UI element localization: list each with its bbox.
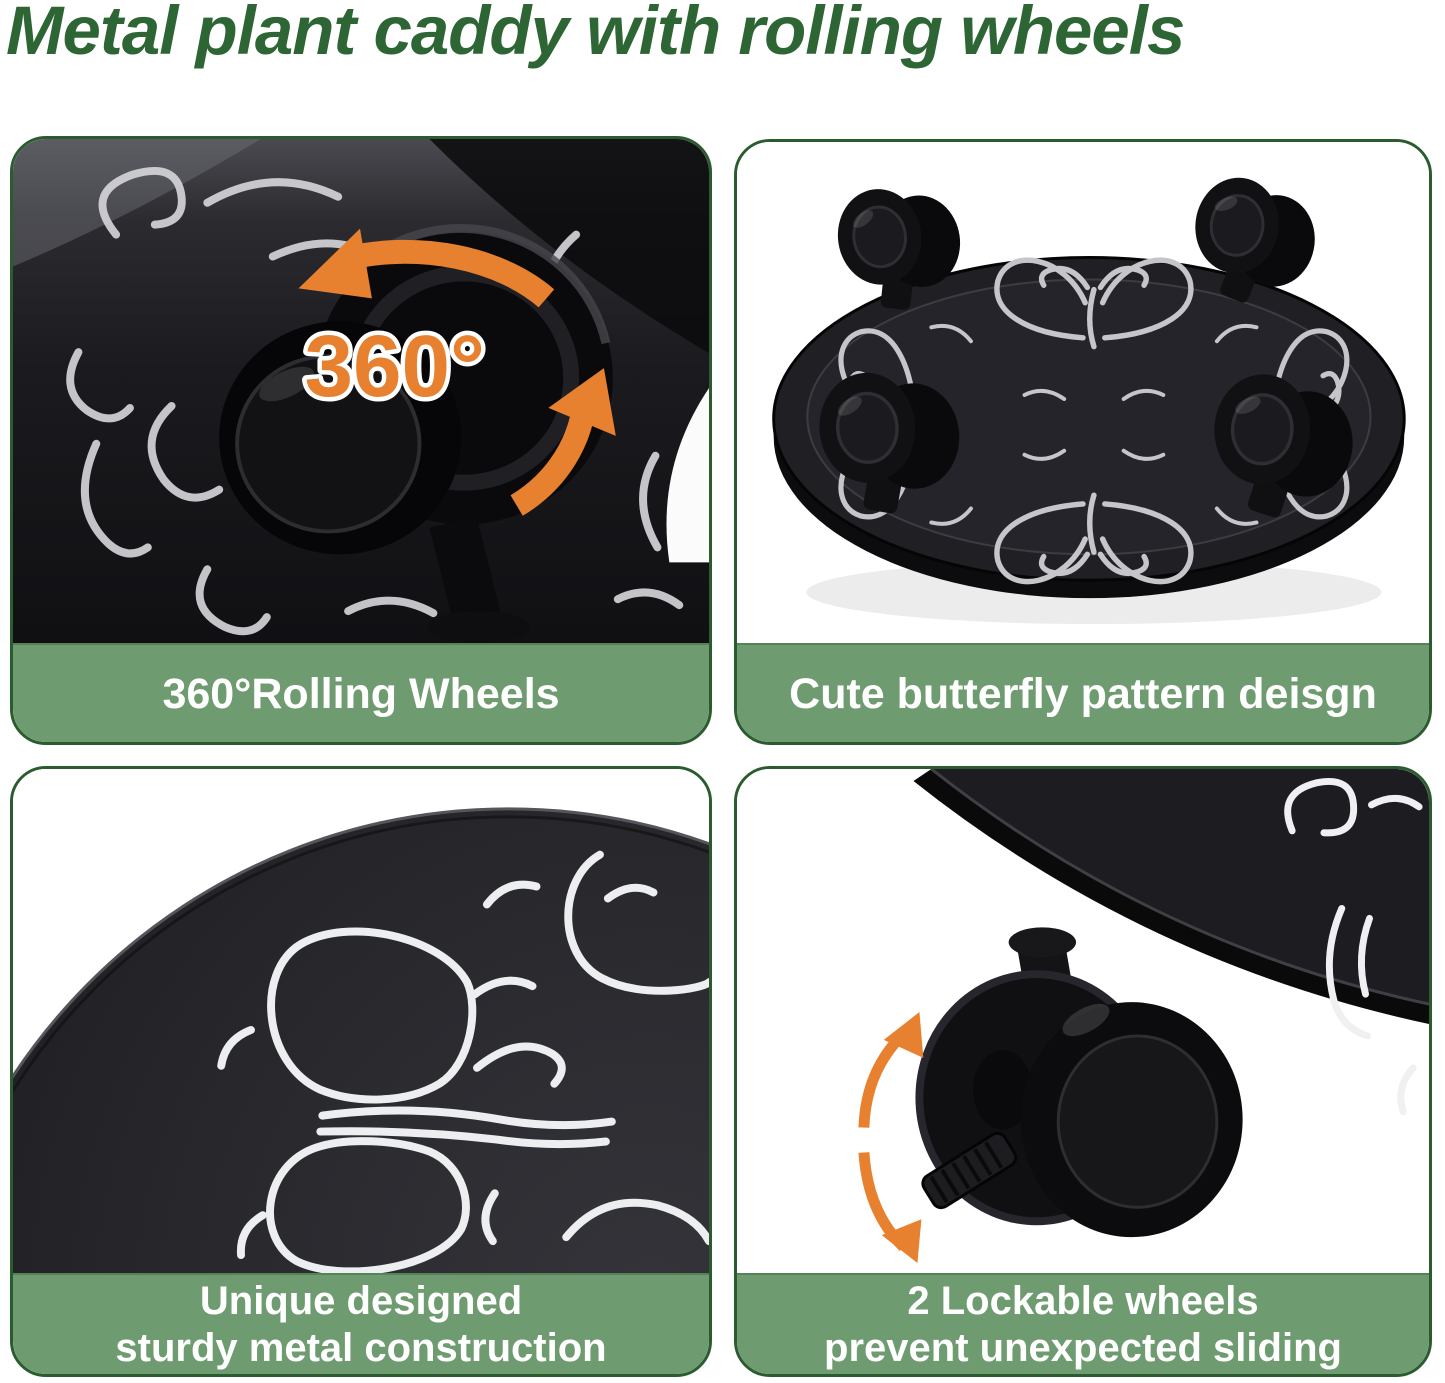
caption-text: prevent unexpected sliding: [824, 1325, 1342, 1370]
metal-plate-scene: [13, 769, 709, 1273]
metal-plate-icon: [13, 807, 709, 1273]
caption-metal-construction: Unique designed sturdy metal constructio…: [13, 1273, 709, 1374]
caddy-plate-icon: [772, 256, 1406, 599]
caption-text: Unique designed: [199, 1278, 523, 1323]
lockable-wheel-photo: [737, 769, 1429, 1273]
metal-plate-closeup-photo: [13, 769, 709, 1273]
lockable-wheel-scene: [737, 769, 1429, 1273]
lock-arrow-icon: [858, 1012, 924, 1264]
plate-edge-icon: [913, 769, 1429, 1024]
panel-butterfly-pattern: Cute butterfly pattern deisgn: [734, 139, 1432, 745]
caption-butterfly-pattern: Cute butterfly pattern deisgn: [737, 643, 1429, 742]
plate-rim-highlight: [13, 139, 261, 267]
swirl-cutout-icon: [1284, 778, 1423, 1116]
caption-text: Cute butterfly pattern deisgn: [789, 669, 1377, 718]
panel-metal-construction: Unique designed sturdy metal constructio…: [10, 766, 712, 1377]
rolling-wheel-closeup-photo: 360°: [13, 139, 709, 643]
brake-lever-icon: [921, 1131, 1018, 1210]
butterfly-cutout-icon: [217, 850, 709, 1273]
panel-rolling-wheels: 360° 360°Rolling Wheels: [10, 136, 712, 745]
page-title: Metal plant caddy with rolling wheels: [6, 0, 1185, 69]
caddy-bottom-view-photo: [737, 142, 1429, 643]
caption-lockable-wheels: 2 Lockable wheels prevent unexpected sli…: [737, 1273, 1429, 1374]
caption-text: 360°Rolling Wheels: [162, 669, 560, 718]
background-gap: [666, 388, 709, 563]
caption-rolling-wheels: 360°Rolling Wheels: [13, 643, 709, 742]
butterfly-cutout-icon: [841, 260, 1347, 581]
caption-text: 2 Lockable wheels: [907, 1278, 1259, 1323]
caption-text: sturdy metal construction: [115, 1325, 607, 1370]
caddy-bottom-scene: [737, 142, 1429, 643]
rolling-wheel-scene: 360°: [13, 139, 709, 643]
rotation-arrowheads: [298, 228, 616, 436]
rotation-degree-label: 360°: [304, 317, 484, 415]
panel-lockable-wheels: 2 Lockable wheels prevent unexpected sli…: [734, 766, 1432, 1377]
